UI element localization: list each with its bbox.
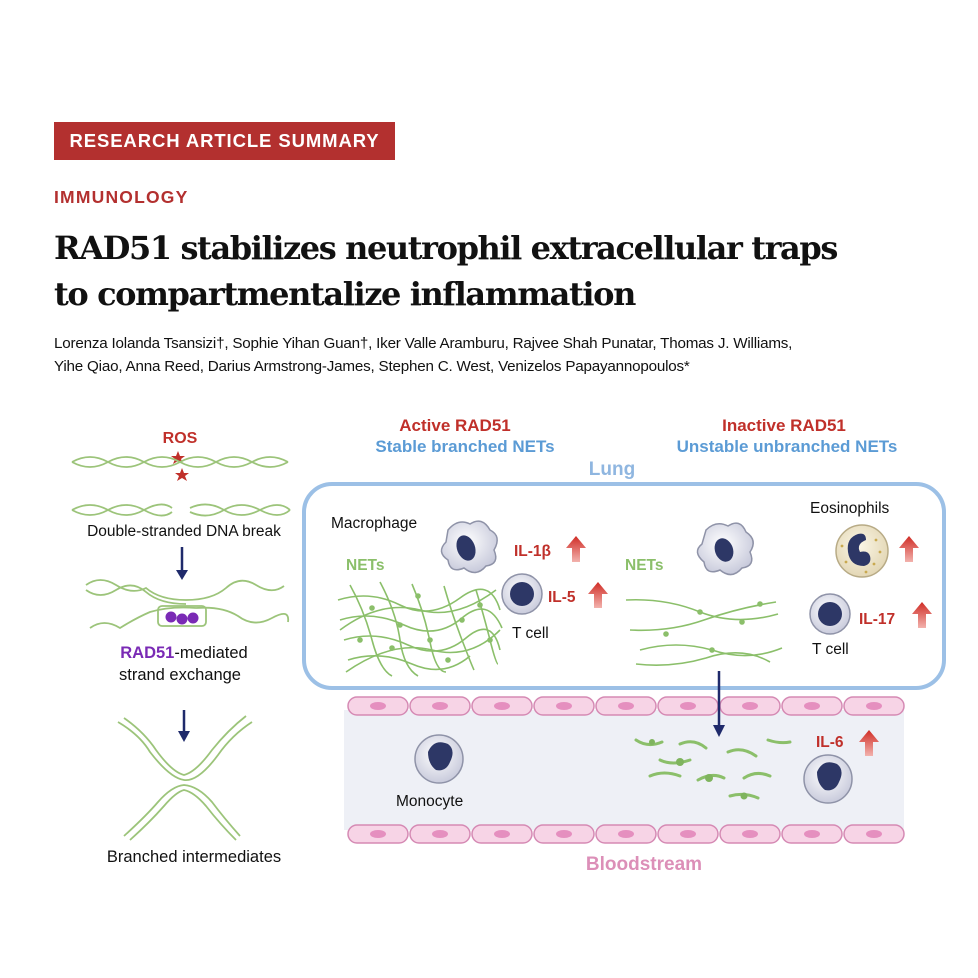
author-list: Lorenza Iolanda Tsansizi†, Sophie Yihan … [54, 332, 954, 378]
rad51-label: RAD51-mediated [120, 644, 247, 662]
t-cell-icon [501, 573, 543, 615]
t-cell-right-label: T cell [812, 641, 849, 658]
eosinophil-icon [835, 524, 889, 578]
il17-label: IL-17 [859, 611, 895, 628]
strand-exchange-label: strand exchange [119, 666, 241, 684]
ros-star-icon [171, 451, 189, 481]
net-nodes [649, 739, 748, 800]
section-label: IMMUNOLOGY [54, 187, 189, 207]
eosinophils-label: Eosinophils [810, 500, 890, 517]
branched-label: Branched intermediates [107, 848, 281, 866]
holliday-junction-icon [117, 715, 253, 841]
macrophage-icon [440, 520, 498, 574]
dna-strand-icon [71, 456, 289, 468]
monocyte-icon [803, 754, 853, 804]
endothelial-row-bottom [347, 824, 905, 844]
rad51-protein-icon [165, 611, 199, 625]
bloodstream-label: Bloodstream [586, 854, 702, 875]
article-title: RAD51 stabilizes neutrophil extracellula… [54, 225, 934, 317]
macrophage-label: Macrophage [331, 515, 417, 532]
macrophage-icon [696, 522, 754, 576]
down-arrow-icon [176, 547, 188, 580]
ros-label: ROS [163, 430, 198, 447]
mediated-text: -mediated [174, 644, 247, 662]
il5-label: IL-5 [548, 589, 576, 606]
t-cell-icon [809, 593, 851, 635]
monocyte-label: Monocyte [396, 793, 463, 810]
dsb-label: Double-stranded DNA break [87, 523, 281, 540]
active-rad51-subtitle: Stable branched NETs [375, 437, 554, 456]
net-nodes [663, 601, 763, 653]
inactive-rad51-title: Inactive RAD51 [722, 416, 846, 435]
t-cell-left-label: T cell [512, 625, 549, 642]
title-line: to compartmentalize inflammation [54, 275, 636, 313]
inactive-rad51-subtitle: Unstable unbranched NETs [677, 437, 898, 456]
net-fragments-icon [634, 738, 792, 800]
dna-break-icon [71, 503, 291, 517]
nets-right-label: NETs [625, 557, 663, 574]
endothelial-row-top [347, 696, 905, 716]
il6-label: IL-6 [816, 734, 844, 751]
net-nodes [357, 593, 493, 663]
strand-exchange-icon [85, 579, 290, 630]
lung-label: Lung [589, 459, 635, 480]
author-line: Yihe Qiao, Anna Reed, Darius Armstrong-J… [54, 358, 690, 375]
rad51-name: RAD51 [120, 644, 174, 662]
monocyte-icon [414, 734, 464, 784]
il1b-label: IL-1β [514, 543, 551, 560]
down-arrow-icon [178, 710, 190, 742]
active-rad51-title: Active RAD51 [399, 416, 511, 435]
down-arrow-icon [713, 671, 725, 737]
nets-left-label: NETs [346, 557, 384, 574]
author-line: Lorenza Iolanda Tsansizi†, Sophie Yihan … [54, 335, 793, 352]
title-line: RAD51 stabilizes neutrophil extracellula… [54, 229, 838, 267]
article-type-banner: RESEARCH ARTICLE SUMMARY [54, 122, 395, 160]
